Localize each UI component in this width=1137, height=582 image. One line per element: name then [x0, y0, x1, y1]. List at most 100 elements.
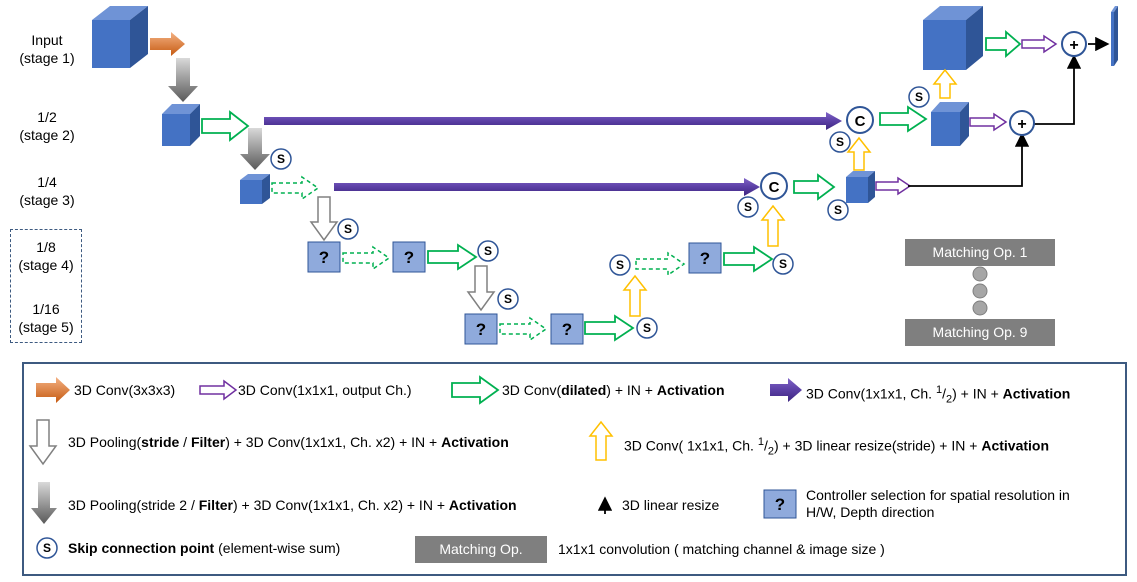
legend-yellow-up-arrow-icon: [588, 420, 614, 461]
skip-conv-half-arrow: [334, 178, 760, 196]
skip-point: [636, 317, 658, 339]
legend-controller-icon: [763, 489, 797, 519]
ellipsis-dot: [972, 300, 988, 316]
skip-label: S: [643, 321, 651, 335]
skip-label: S: [344, 222, 352, 236]
stage-label-input: Input (stage 1): [7, 31, 87, 67]
stage-label-5: 1/16 (stage 5): [6, 300, 86, 336]
concat-label: C: [855, 113, 866, 130]
stage-name: 1/2: [37, 109, 57, 125]
concat-node: [760, 172, 788, 200]
searchable-stages-box: [10, 229, 82, 343]
legend-matching-op-text: 1x1x1 convolution ( matching channel & i…: [558, 541, 885, 557]
legend-pool-gray-text: 3D Pooling(stride 2 / Filter) + 3D Conv(…: [68, 497, 517, 513]
dilated-conv-arrow: [879, 105, 928, 133]
legend-pool-white-text: 3D Pooling(stride / Filter) + 3D Conv(1x…: [68, 434, 509, 450]
legend-resize-text: 3D linear resize: [622, 497, 720, 513]
dilated-conv-arrow: [201, 110, 250, 142]
legend-skip-icon: [36, 537, 58, 559]
cube-decoder-stage1: [923, 6, 983, 70]
skip-label: S: [836, 135, 844, 149]
dilated-conv-arrow: [584, 314, 635, 342]
dilated-conv-arrow: [723, 245, 774, 273]
add-node: [1009, 110, 1035, 136]
controller-mark: ?: [700, 249, 710, 268]
ellipsis-dot: [972, 283, 988, 299]
dilated-conv-arrow: [793, 173, 836, 201]
legend-green-arrow-icon: [451, 375, 500, 405]
legend-skip-mark: S: [43, 541, 51, 555]
controller-box: [307, 241, 341, 273]
stage-sub: (stage 4): [18, 257, 74, 273]
controller-box: [392, 241, 426, 273]
add-label: +: [1017, 116, 1026, 133]
cube-stage3: [240, 174, 270, 204]
stage-sub: (stage 2): [19, 127, 75, 143]
dilated-conv-dashed-arrow: [271, 175, 320, 201]
stage-sub: (stage 5): [18, 319, 74, 335]
skip-point: [829, 131, 851, 153]
output-conv-arrow: [969, 112, 1008, 132]
legend-matching-op-chip: Matching Op.: [415, 536, 547, 563]
controller-mark: ?: [562, 320, 572, 339]
legend-skip-text: Skip connection point (element-wise sum): [68, 540, 341, 556]
legend-conv-half-text: 3D Conv(1x1x1, Ch. 1/2) + IN + Activatio…: [806, 384, 1071, 406]
skip-label: S: [834, 203, 842, 217]
skip-point: [270, 148, 292, 170]
resize-line: [908, 132, 1030, 187]
pool-white-arrow: [466, 265, 496, 312]
legend-dilated-conv-text: 3D Conv(dilated) + IN + Activation: [502, 382, 725, 398]
skip-point: [908, 86, 930, 108]
legend-purple-outline-arrow-icon: [199, 379, 238, 401]
cube-output: [1111, 6, 1118, 66]
output-conv-arrow: [1021, 34, 1058, 54]
stage-sub: (stage 3): [19, 192, 75, 208]
controller-box: [464, 313, 498, 345]
skip-label: S: [744, 200, 752, 214]
matching-op-last: Matching Op. 9: [905, 319, 1055, 346]
legend: [22, 362, 1127, 576]
cube-decoder-stage3: [846, 171, 875, 203]
output-conv-arrow: [875, 176, 912, 196]
controller-mark: ?: [476, 320, 486, 339]
upsample-arrow: [760, 204, 786, 247]
legend-output-conv-text: 3D Conv(1x1x1, output Ch.): [238, 382, 412, 398]
stage-name: 1/8: [36, 239, 56, 255]
stage-label-2: 1/2 (stage 2): [7, 108, 87, 144]
stage-label-4: 1/8 (stage 4): [6, 238, 86, 274]
upsample-arrow: [622, 274, 648, 317]
pool-gray-arrow: [240, 128, 270, 170]
dilated-conv-arrow: [985, 30, 1022, 58]
upsample-arrow: [846, 136, 872, 171]
skip-point: [497, 288, 519, 310]
skip-point: [827, 199, 849, 221]
skip-label: S: [616, 258, 624, 272]
pool-white-arrow: [309, 196, 339, 242]
add-node: [1061, 31, 1087, 57]
upsample-arrow: [932, 68, 958, 99]
legend-controller-text: Controller selection for spatial resolut…: [806, 487, 1070, 520]
stage-name: 1/4: [37, 174, 57, 190]
skip-label: S: [504, 292, 512, 306]
skip-conv-half-arrow: [264, 112, 842, 130]
dilated-conv-dashed-arrow: [342, 245, 391, 271]
legend-conv3-text: 3D Conv(3x3x3): [74, 382, 176, 398]
stage-label-3: 1/4 (stage 3): [7, 173, 87, 209]
stage-name: 1/16: [32, 301, 60, 317]
skip-label: S: [484, 244, 492, 258]
legend-orange-arrow-icon: [36, 377, 70, 403]
stage-name: Input: [31, 32, 63, 48]
resize-line: [1034, 54, 1082, 125]
controller-box: [550, 313, 584, 345]
legend-upsample-text: 3D Conv( 1x1x1, Ch. 1/2) + 3D linear res…: [624, 436, 1050, 458]
controller-mark: ?: [319, 248, 329, 267]
legend-gray-pool-arrow-icon: [31, 482, 57, 524]
concat-label: C: [769, 179, 780, 196]
stage-sub: (stage 1): [19, 50, 75, 66]
skip-label: S: [779, 257, 787, 271]
skip-point: [337, 218, 359, 240]
cube-decoder-stage2: [931, 102, 969, 146]
ellipsis-dot: [972, 266, 988, 282]
concat-node: [846, 106, 874, 134]
